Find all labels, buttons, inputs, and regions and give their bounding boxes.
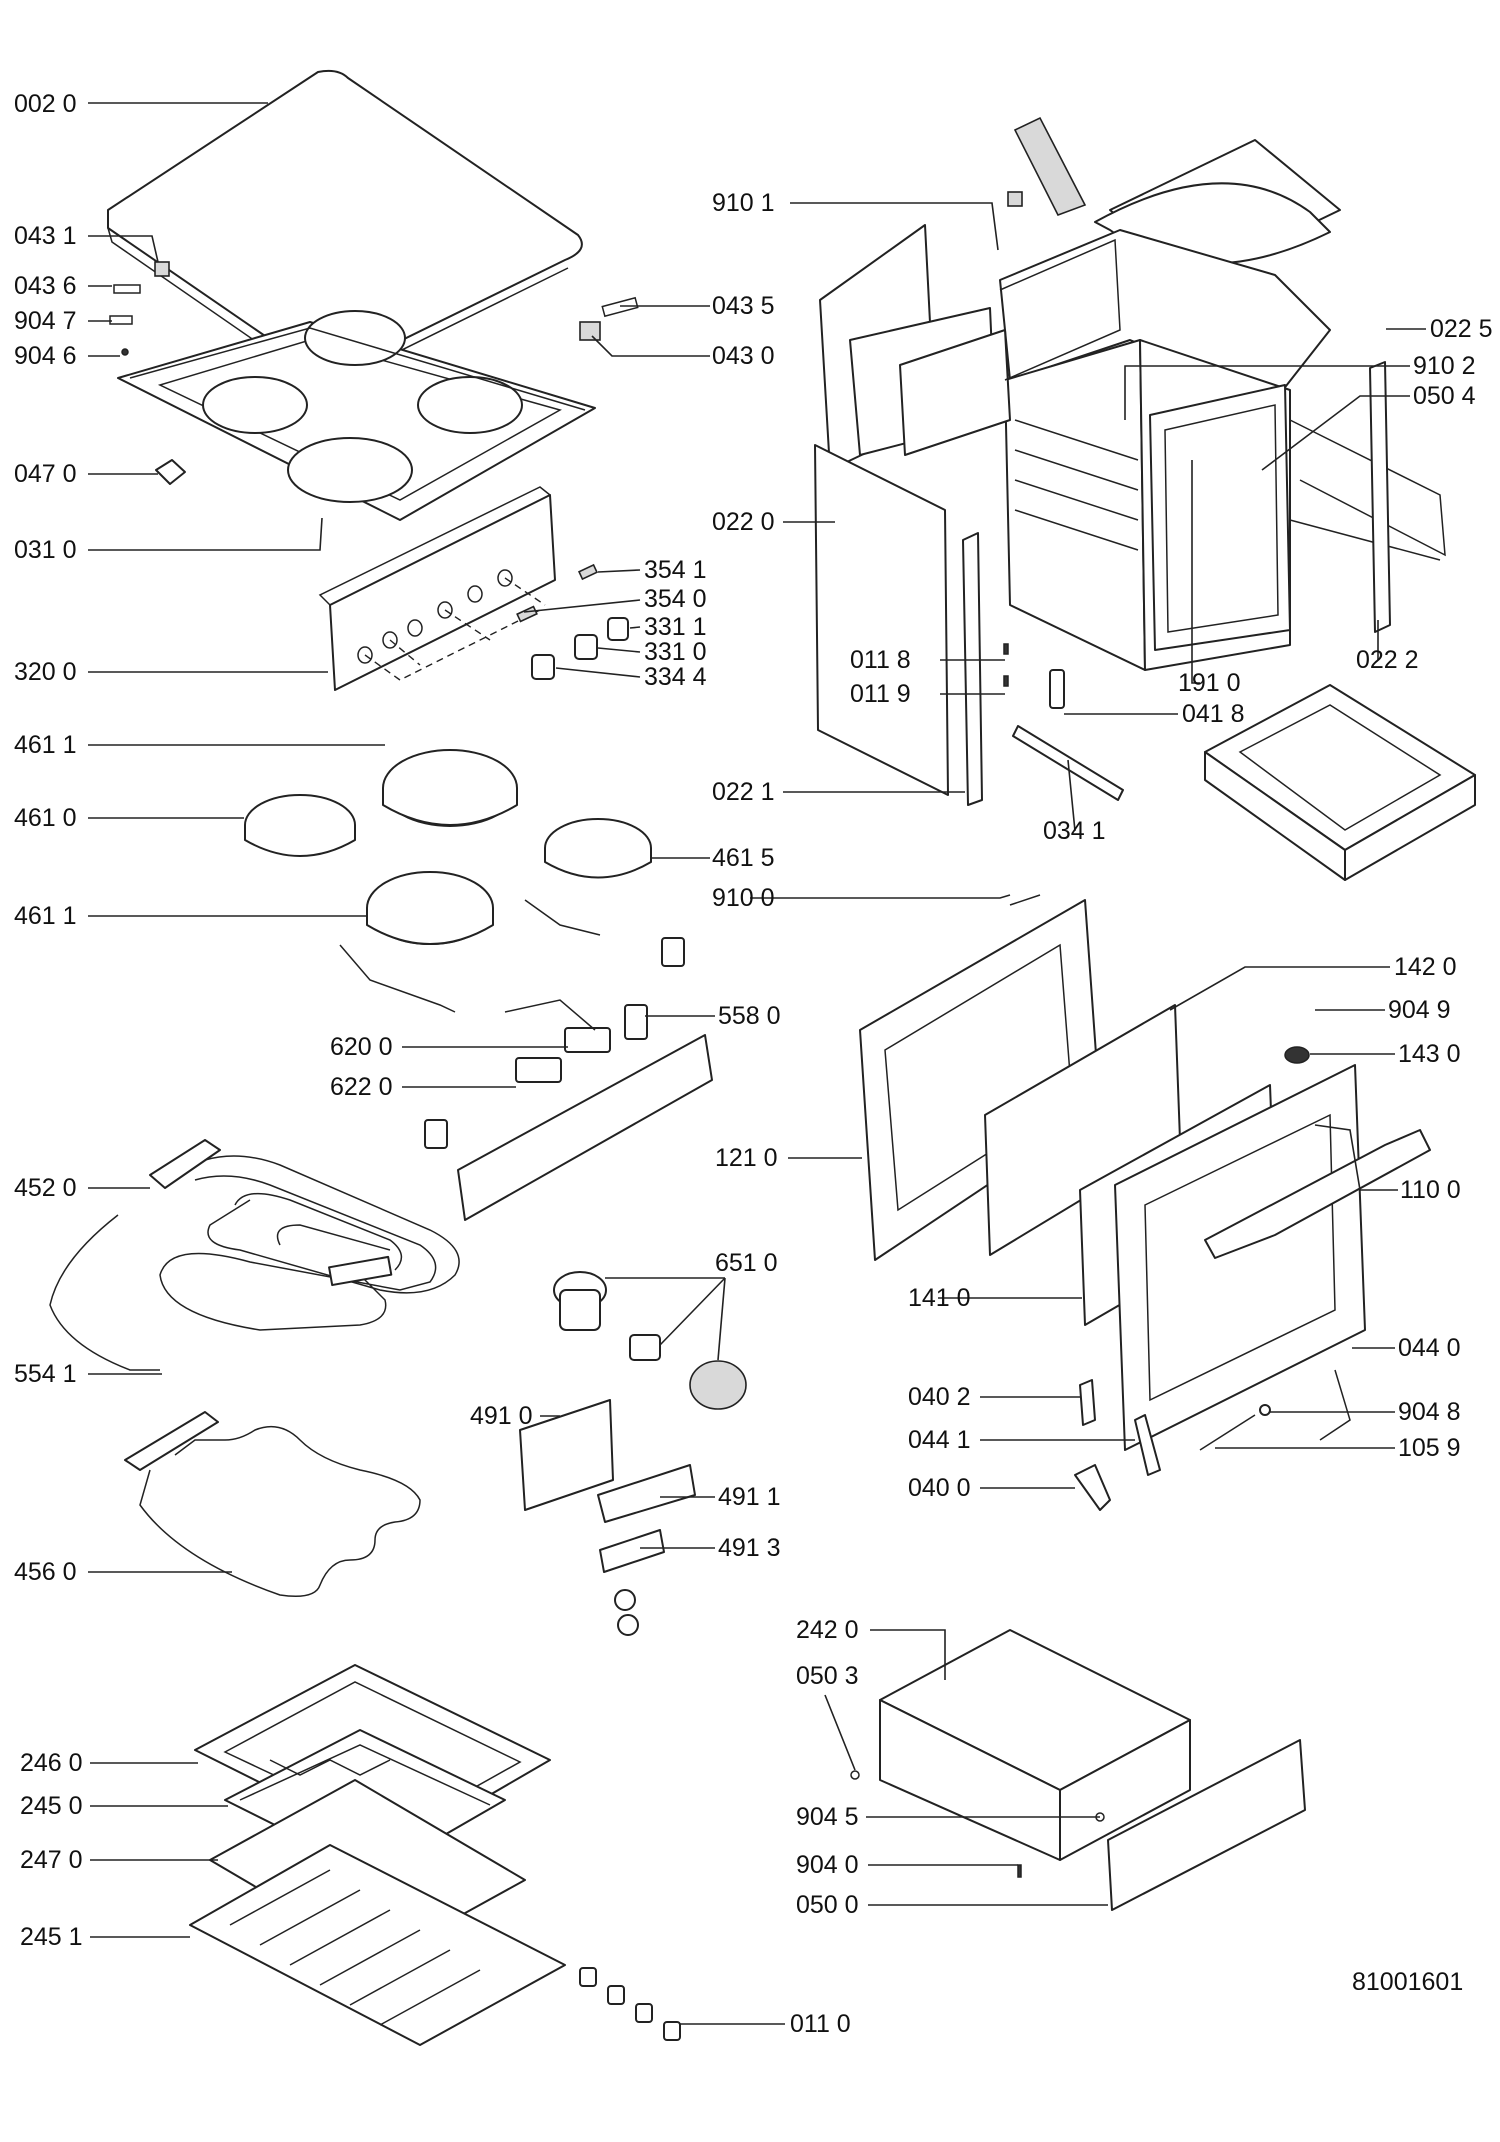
callout-0119: 011 9 — [850, 680, 911, 708]
callout-3310: 331 0 — [644, 638, 707, 666]
callout-0310: 031 0 — [14, 536, 77, 564]
callout-0436: 043 6 — [14, 272, 77, 300]
bottom-tray — [1204, 684, 1476, 881]
callout-0431: 043 1 — [14, 222, 77, 250]
callout-1059: 105 9 — [1398, 1434, 1461, 1462]
callout-0400: 040 0 — [908, 1474, 971, 1502]
adjustable-feet — [579, 1967, 681, 2041]
callout-0220: 022 0 — [712, 508, 775, 536]
grill-element — [49, 1139, 460, 1371]
callout-1430: 143 0 — [1398, 1040, 1461, 1068]
callout-2451: 245 1 — [20, 1923, 83, 1951]
callout-1100: 110 0 — [1400, 1176, 1461, 1204]
small-clips — [109, 261, 639, 485]
callout-2460: 246 0 — [20, 1749, 83, 1777]
callout-9049: 904 9 — [1388, 996, 1451, 1024]
callout-9045: 904 5 — [796, 1803, 859, 1831]
callout-9048: 904 8 — [1398, 1398, 1461, 1426]
callout-0222: 022 2 — [1356, 646, 1419, 674]
callout-0225: 022 5 — [1430, 315, 1493, 343]
callout-3311: 331 1 — [644, 613, 707, 641]
callout-9102: 910 2 — [1413, 352, 1476, 380]
callout-4610: 461 0 — [14, 804, 77, 832]
callout-0503: 050 3 — [796, 1662, 859, 1690]
callout-0500: 050 0 — [796, 1891, 859, 1919]
callout-1420: 142 0 — [1394, 953, 1457, 981]
callout-5541: 554 1 — [14, 1360, 77, 1388]
control-knobs — [516, 563, 629, 680]
callout-0435: 043 5 — [712, 292, 775, 320]
callout-4615: 461 5 — [712, 844, 775, 872]
oven-door-assembly — [859, 894, 1431, 1511]
callout-5580: 558 0 — [718, 1002, 781, 1030]
callout-4913: 491 3 — [718, 1534, 781, 1562]
callout-0402: 040 2 — [908, 1383, 971, 1411]
callout-0418: 041 8 — [1182, 700, 1245, 728]
callout-0504: 050 4 — [1413, 382, 1476, 410]
terminal-bracket — [424, 937, 713, 1221]
callout-3541: 354 1 — [644, 556, 707, 584]
callout-1210: 121 0 — [715, 1144, 778, 1172]
cooking-plates — [244, 749, 652, 1013]
oven-element — [124, 1411, 421, 1597]
callout-9040: 904 0 — [796, 1851, 859, 1879]
callout-9047: 904 7 — [14, 307, 77, 335]
callout-0118: 011 8 — [850, 646, 911, 674]
callout-4560: 456 0 — [14, 1558, 77, 1586]
callout-6200: 620 0 — [330, 1033, 393, 1061]
callout-0440: 044 0 — [1398, 1334, 1461, 1362]
callout-2420: 242 0 — [796, 1616, 859, 1644]
part-drawings — [49, 69, 1476, 2046]
storage-drawer — [850, 1629, 1306, 1911]
control-panel — [318, 486, 556, 691]
callout-3540: 354 0 — [644, 585, 707, 613]
callout-1910: 191 0 — [1178, 669, 1241, 697]
callout-1410: 141 0 — [908, 1284, 971, 1312]
callout-0020: 002 0 — [14, 90, 77, 118]
callout-4611b: 461 1 — [14, 902, 77, 930]
callout-3344: 334 4 — [644, 663, 707, 691]
document-id: 81001601 — [1352, 1968, 1463, 1996]
callout-2470: 247 0 — [20, 1846, 83, 1874]
oven-trays — [189, 1664, 566, 2046]
callout-4911: 491 1 — [718, 1483, 781, 1511]
callout-4611a: 461 1 — [14, 731, 77, 759]
callout-0441: 044 1 — [908, 1426, 971, 1454]
callout-6220: 622 0 — [330, 1073, 393, 1101]
callout-0110: 011 0 — [790, 2010, 851, 2038]
lamp-and-terminals — [519, 1271, 747, 1636]
callout-9101: 910 1 — [712, 189, 775, 217]
callout-6510: 651 0 — [715, 1249, 778, 1277]
callout-9046: 904 6 — [14, 342, 77, 370]
callout-9100: 910 0 — [712, 884, 775, 912]
callout-0430: 043 0 — [712, 342, 775, 370]
callout-4910: 491 0 — [470, 1402, 533, 1430]
callout-labels: 002 0 043 1 043 6 904 7 904 6 047 0 031 … — [14, 90, 1493, 2038]
callout-0341: 034 1 — [1043, 817, 1106, 845]
callout-4520: 452 0 — [14, 1174, 77, 1202]
callout-3200: 320 0 — [14, 658, 77, 686]
hob-plate — [117, 310, 596, 521]
callout-2450: 245 0 — [20, 1792, 83, 1820]
oven-cavity-assembly — [819, 116, 1446, 671]
callout-0221: 022 1 — [712, 778, 775, 806]
leader-lines — [88, 102, 1426, 2025]
callout-0470: 047 0 — [14, 460, 77, 488]
